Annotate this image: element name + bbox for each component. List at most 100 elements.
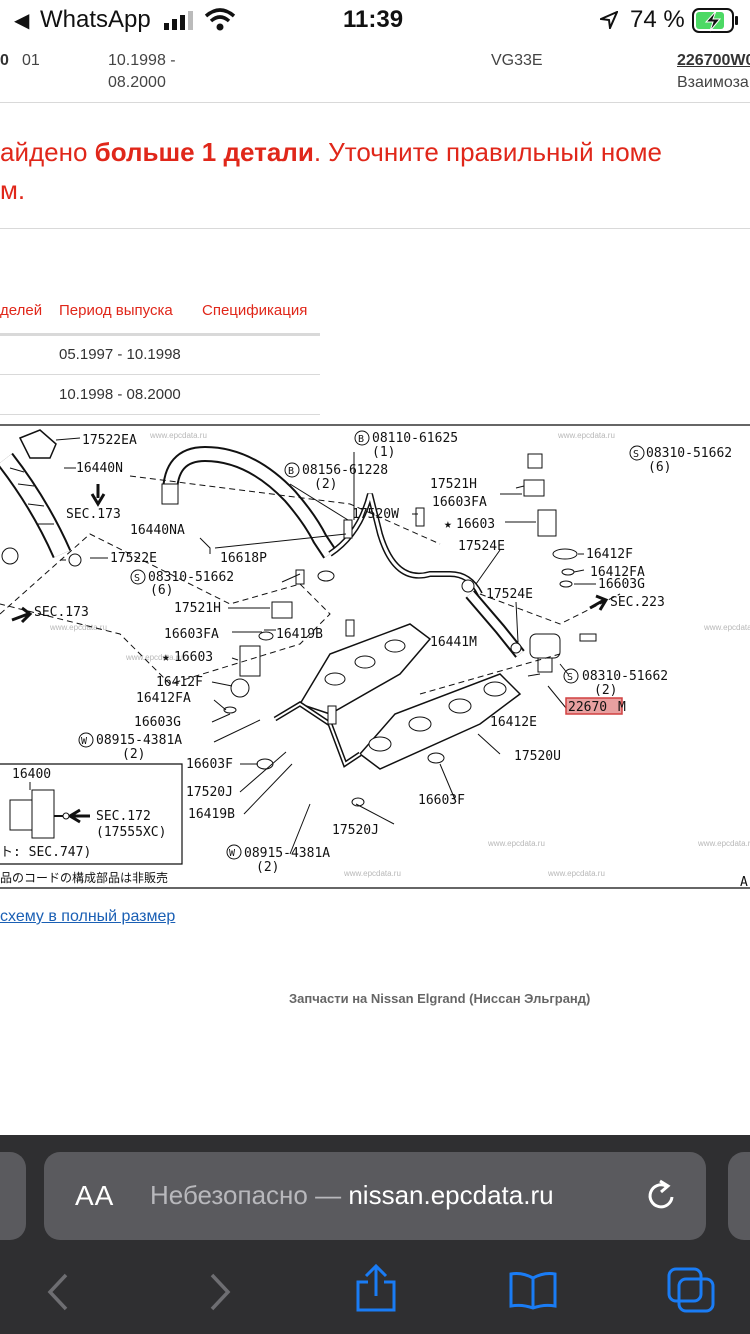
part-label[interactable]: 16412E <box>490 715 537 730</box>
back-nav-icon[interactable] <box>44 1272 72 1312</box>
part-label[interactable]: 16618P <box>220 551 267 566</box>
section-ref[interactable]: ト: SEC.747) <box>0 845 91 860</box>
cell-period-line2: 08.2000 <box>108 74 166 91</box>
part-label[interactable]: 17520J <box>332 823 379 838</box>
part-label[interactable]: 16440NA <box>130 523 185 538</box>
part-label[interactable]: 08310-51662 <box>646 446 732 461</box>
next-tab-peek[interactable] <box>728 1152 750 1240</box>
watermark: www.epcdata.ru <box>547 869 605 878</box>
table-header-period: Период выпуска <box>59 302 173 319</box>
part-label[interactable]: 17521H <box>174 601 221 616</box>
part-label[interactable]: 08156-61228 <box>302 463 388 478</box>
part-label[interactable]: 17520W <box>352 507 399 522</box>
table-row-period: 10.1998 - 08.2000 <box>59 386 181 403</box>
highlighted-part-box[interactable] <box>565 697 623 715</box>
arrow-icon <box>67 808 90 824</box>
forward-nav-icon[interactable] <box>206 1272 234 1312</box>
part-label[interactable]: 08915-4381A <box>96 733 182 748</box>
note-japanese: 品のコードの構成部品は非販売 <box>0 870 168 885</box>
section-ref[interactable]: SEC.223 <box>610 595 665 610</box>
part-label[interactable]: 16603G <box>134 715 181 730</box>
part-label[interactable]: 16603F <box>418 793 465 808</box>
part-label-qty: (2) <box>122 747 145 762</box>
section-ref[interactable]: SEC.172 <box>96 809 151 824</box>
share-icon[interactable] <box>354 1264 398 1314</box>
part-label[interactable]: 16400 <box>12 767 51 782</box>
part-label[interactable]: 16441M <box>430 635 477 650</box>
section-ref[interactable]: SEC.173 <box>66 507 121 522</box>
part-number-link[interactable]: 226700W0 <box>677 52 750 69</box>
parts-diagram-svg: www.epcdata.ru www.epcdata.ru www.epcdat… <box>0 424 750 890</box>
part-label-highlighted[interactable]: 22670 <box>568 700 607 715</box>
wifi-icon <box>204 8 236 31</box>
hose-clamp-icon <box>18 429 57 459</box>
signal-icon <box>164 11 193 30</box>
watermark: www.epcdata.ru <box>557 431 615 440</box>
part-label[interactable]: 16412FA <box>136 691 191 706</box>
watermark: www.epcdata.ru <box>125 653 183 662</box>
screw-marker-s: S <box>134 573 140 584</box>
part-label[interactable]: 17520J <box>186 785 233 800</box>
part-label[interactable]: 16603FA <box>164 627 219 642</box>
part-label[interactable]: 17522EA <box>82 433 137 448</box>
arrow-icon <box>11 606 33 624</box>
back-arrow-icon[interactable]: ◀ <box>14 10 30 32</box>
screw-marker-s: S <box>633 449 639 460</box>
watermark: www.epcdata.ru <box>49 623 107 632</box>
part-label[interactable]: 16412F <box>156 675 203 690</box>
url-text[interactable]: Небезопасно — nissan.epcdata.ru <box>150 1180 554 1211</box>
part-label[interactable]: 16440N <box>76 461 123 476</box>
bolt-marker-b: B <box>288 466 294 477</box>
table-header-models: делей <box>0 302 43 319</box>
url-host: nissan.epcdata.ru <box>348 1180 554 1210</box>
address-bar[interactable] <box>44 1152 706 1240</box>
full-size-link[interactable]: схему в полный размер <box>0 908 176 925</box>
part-label[interactable]: 17520U <box>514 749 561 764</box>
part-label[interactable]: 17522E <box>110 551 157 566</box>
part-label[interactable]: 17524E <box>458 539 505 554</box>
part-label[interactable]: 08110-61625 <box>372 431 458 446</box>
reload-icon[interactable] <box>645 1178 679 1214</box>
part-label[interactable]: 16603F <box>186 757 233 772</box>
table-row-divider <box>0 414 320 415</box>
part-label[interactable]: 08310-51662 <box>148 570 234 585</box>
part-label[interactable]: 17521H <box>430 477 477 492</box>
star-marker: ★ <box>444 517 452 532</box>
part-label[interactable]: 16419B <box>188 807 235 822</box>
watermark: www.epcdata.ru <box>697 839 750 848</box>
watermark: www.epcdata.ru <box>703 623 750 632</box>
text-size-button[interactable]: AA <box>75 1180 115 1211</box>
section-ref[interactable]: SEC.173 <box>34 605 89 620</box>
back-app-label[interactable]: WhatsApp <box>40 6 151 33</box>
part-label[interactable]: 16412F <box>586 547 633 562</box>
diagram-corner-label: A <box>740 875 748 890</box>
part-label[interactable]: 16412FA <box>590 565 645 580</box>
notice-bold: больше 1 детали <box>94 137 314 167</box>
divider <box>0 228 750 229</box>
parts-diagram[interactable]: www.epcdata.ru www.epcdata.ru www.epcdat… <box>0 424 750 890</box>
notice-line2: м. <box>0 175 26 205</box>
prev-tab-peek[interactable] <box>0 1152 26 1240</box>
notice-line1: айдено больше 1 детали. Уточните правиль… <box>0 137 662 168</box>
part-label[interactable]: 16603FA <box>432 495 487 510</box>
arrow-icon <box>589 594 609 611</box>
screw-marker-s: S <box>567 672 573 683</box>
part-label[interactable]: 16603G <box>598 577 645 592</box>
battery-percent: 74 % <box>630 6 685 33</box>
bookmarks-icon[interactable] <box>508 1270 558 1310</box>
part-label[interactable]: 08310-51662 <box>582 669 668 684</box>
part-label[interactable]: 08915-4381A <box>244 846 330 861</box>
part-label-qty: (1) <box>372 445 395 460</box>
part-label[interactable]: 17524E <box>486 587 533 602</box>
part-label[interactable]: 16603 <box>456 517 495 532</box>
part-label-qty: (2) <box>256 860 279 875</box>
part-label[interactable]: 16603 <box>174 650 213 665</box>
part-label-qty: (2) <box>314 477 337 492</box>
tabs-icon[interactable] <box>666 1266 716 1314</box>
notice-pre: айдено <box>0 137 95 167</box>
washer-marker-w: W <box>229 848 236 859</box>
star-marker: ★ <box>162 650 170 665</box>
part-label[interactable]: 16419B <box>276 627 323 642</box>
watermark: www.epcdata.ru <box>343 869 401 878</box>
notice-post: . Уточните правильный номе <box>313 137 663 167</box>
